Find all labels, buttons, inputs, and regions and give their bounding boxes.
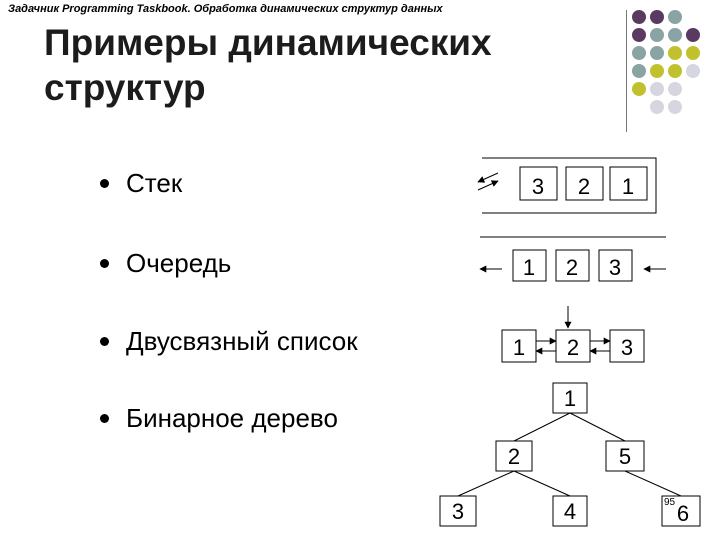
tree-value: 6 — [677, 501, 689, 526]
tree-value: 1 — [564, 386, 576, 411]
tree-value: 5 — [619, 444, 631, 469]
bullet-icon — [100, 414, 109, 423]
stack-container — [482, 157, 657, 214]
dot-icon — [668, 64, 682, 78]
list-cell — [555, 329, 591, 363]
header-text: Задачник Programming Taskbook. Обработка… — [8, 3, 443, 15]
queue-diagram: 1 2 3 — [479, 236, 666, 282]
dot-icon — [650, 100, 664, 114]
push-arrow — [477, 172, 499, 183]
list-cell — [501, 329, 537, 363]
stack-diagram: 3 2 1 — [477, 157, 657, 214]
doubly-linked-list-diagram: 1 2 3 — [501, 306, 645, 363]
tree-value: 3 — [452, 499, 464, 524]
dot-icon — [686, 64, 700, 78]
queue-value: 1 — [523, 255, 535, 280]
dot-icon — [632, 10, 646, 24]
slide-title-line1: Примеры динамических — [44, 22, 492, 63]
list-value: 2 — [567, 335, 579, 360]
bullet-binary-tree: Бинарное дерево — [126, 403, 338, 433]
dot-icon — [650, 64, 664, 78]
queue-cell — [555, 249, 590, 282]
stack-value: 2 — [578, 174, 590, 199]
stack-cell — [565, 166, 604, 201]
tree-edge — [513, 412, 571, 442]
dot-icon — [650, 46, 664, 60]
dot-icon — [668, 28, 682, 42]
list-cell — [609, 329, 645, 363]
decorative-divider — [626, 10, 627, 132]
dot-icon — [668, 46, 682, 60]
dot-icon — [668, 82, 682, 96]
page-number: 95 — [664, 497, 676, 508]
tree-edge — [569, 412, 626, 442]
dot-icon — [686, 46, 700, 60]
bullet-doubly-linked-list: Двусвязный список — [126, 326, 358, 356]
bullet-queue: Очередь — [126, 248, 232, 278]
bullet-icon — [100, 179, 109, 188]
dot-icon — [650, 82, 664, 96]
queue-value: 2 — [566, 255, 578, 280]
dot-icon — [632, 64, 646, 78]
list-value: 3 — [621, 335, 633, 360]
stack-value: 1 — [622, 174, 634, 199]
stack-cell — [609, 166, 648, 201]
dot-icon — [650, 28, 664, 42]
list-value: 1 — [513, 335, 525, 360]
stack-cell — [519, 166, 558, 201]
tree-edge — [624, 470, 682, 497]
dot-icon — [650, 10, 664, 24]
slide-title: Примеры динамических структур — [44, 20, 492, 110]
dot-icon — [668, 10, 682, 24]
dot-icon — [632, 82, 646, 96]
stack-value: 3 — [532, 174, 544, 199]
tree-edge — [457, 470, 515, 497]
slide-title-line2: структур — [44, 67, 206, 108]
tree-edge — [513, 470, 571, 497]
binary-tree-diagram: 1 2 5 3 4 6 — [439, 382, 701, 527]
tree-value: 2 — [508, 444, 520, 469]
pop-arrow — [477, 180, 499, 191]
dot-icon — [686, 28, 700, 42]
dot-icon — [668, 100, 682, 114]
queue-value: 3 — [609, 255, 621, 280]
queue-cell — [512, 249, 547, 282]
bullet-icon — [100, 337, 109, 346]
bullet-stack: Стек — [126, 168, 183, 198]
dot-icon — [632, 28, 646, 42]
dot-icon — [632, 46, 646, 60]
bullet-icon — [100, 259, 109, 268]
queue-cell — [598, 249, 633, 282]
tree-value: 4 — [564, 499, 576, 524]
